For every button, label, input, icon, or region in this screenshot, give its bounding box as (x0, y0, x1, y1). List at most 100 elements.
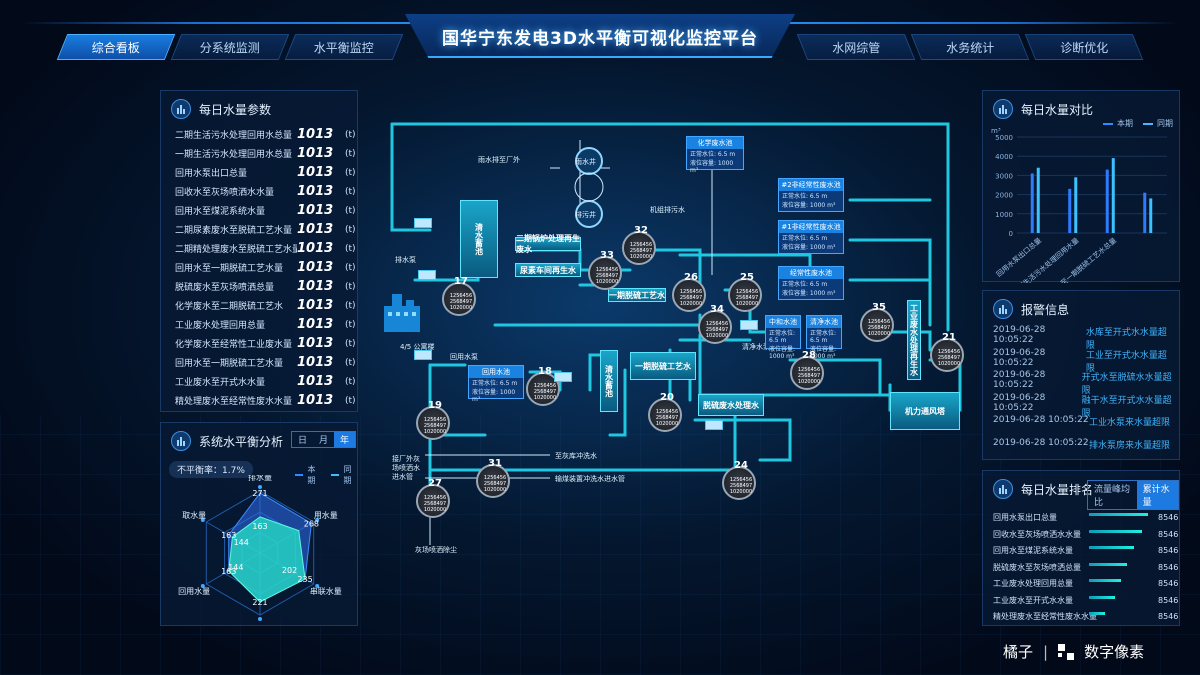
period-year[interactable]: 年 (334, 432, 356, 447)
ranking-bar (1089, 546, 1134, 549)
tab-subsystem[interactable]: 分系统监测 (170, 34, 290, 60)
one-desulf-box[interactable]: 一期脱硫工艺水 (630, 352, 696, 380)
meter-value: 2568497 (483, 481, 507, 487)
desulf-box[interactable]: 一期脱硫工艺水 (608, 288, 666, 302)
ranking-label: 脱硫废水至灰场喷洒总量 (993, 562, 1081, 572)
pool-title: 中和水池 (766, 316, 800, 328)
param-value: 1013 (297, 355, 334, 370)
balance-radar-chart: 排水量用水量串联水量耗水量回用水量取水量27126823522116316316… (178, 475, 342, 625)
chart-icon (993, 99, 1013, 119)
mid-tank-box[interactable]: 清水蓄池 (600, 350, 618, 412)
tab-diagnosis[interactable]: 诊断优化 (1024, 34, 1144, 60)
chart-icon (171, 431, 191, 451)
meter-value: 1256456 (449, 293, 473, 299)
period-month[interactable]: 月 (319, 436, 329, 446)
bar-previous (1074, 177, 1078, 233)
pool-volume: 液位容量: 1000 m³ (690, 160, 734, 174)
alarm-time: 2019-06-28 10:05:22 (993, 392, 1046, 413)
meter-value: 1256456 (797, 367, 821, 373)
ranking-mode-total[interactable]: 累计水量 (1136, 481, 1178, 509)
water-tank-box[interactable]: 清水蓄池 (460, 200, 498, 278)
radar-axis-dot (200, 518, 205, 522)
radar-value-label: 144 (228, 563, 243, 572)
desulf-waste-box[interactable]: 脱硫废水处理水 (698, 394, 764, 416)
tab-overview[interactable]: 综合看板 (56, 34, 176, 60)
pool-dims: 正常水位: 6.5 m (472, 380, 518, 387)
radar-axis-dot (200, 584, 205, 588)
param-value: 1013 (297, 184, 334, 199)
tab-water-stats[interactable]: 水务统计 (910, 34, 1030, 60)
param-label: 工业废水处理回用总量 (175, 321, 266, 331)
radar-axis-label: 排水量 (248, 475, 272, 482)
meter-value: 2568497 (595, 273, 619, 279)
tab-water-network[interactable]: 水网综管 (796, 34, 916, 60)
chart-icon (993, 299, 1013, 319)
pipe (848, 238, 932, 327)
period-selector[interactable]: 日 月 年 (291, 431, 357, 448)
tab-balance-monitor[interactable]: 水平衡监控 (284, 34, 404, 60)
meter-value: 1256456 (735, 289, 759, 295)
pool-dims: 正常水位: 6.5 m (782, 235, 828, 242)
meter-id: 24 (734, 460, 748, 471)
param-value: 1013 (297, 374, 334, 389)
bar-previous (1149, 198, 1153, 233)
urea2-box[interactable]: 尿素车间再生水 (515, 263, 581, 277)
pool-dims: 正常水位: 6.5 m (769, 330, 796, 344)
ranking-mode-selector[interactable]: 流量峰均比 累计水量 (1087, 480, 1179, 510)
meter-value: 2568497 (797, 373, 821, 379)
radar-value-label: 163 (252, 522, 267, 531)
urea-box[interactable]: 二期锅炉处理再生废水 (515, 234, 581, 254)
cooling-tower-box[interactable]: 机力通风塔 (890, 392, 960, 430)
industrial-box[interactable]: 工业废水处理再生水 (907, 300, 921, 380)
ranking-mode-peak[interactable]: 流量峰均比 (1094, 485, 1131, 508)
meter-value: 1256456 (867, 319, 891, 325)
meter-id: 17 (454, 276, 468, 287)
bar-previous (1111, 158, 1115, 233)
pool-dims: 正常水位: 6.5 m (782, 193, 828, 200)
pipe (888, 330, 932, 352)
meter-id: 31 (488, 458, 502, 469)
radar-axis-dot (258, 485, 262, 489)
meter-value: 1256456 (629, 242, 653, 248)
period-day[interactable]: 日 (298, 436, 308, 446)
pool-dims: 正常水位: 6.5 m (782, 281, 828, 288)
legend-current-swatch (295, 474, 304, 476)
legend-current-swatch (1103, 122, 1113, 125)
